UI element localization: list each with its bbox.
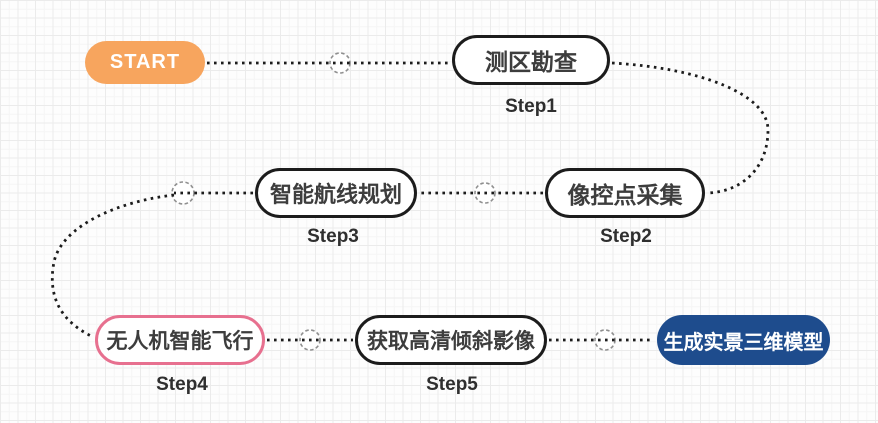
start-node[interactable]: START (85, 41, 205, 84)
node-survey[interactable]: 测区勘查 (452, 35, 610, 85)
end-node-3d-model[interactable]: 生成实景三维模型 (657, 315, 830, 365)
node-drone-flight[interactable]: 无人机智能飞行 (95, 315, 265, 365)
node-route-planning[interactable]: 智能航线规划 (255, 168, 417, 218)
step-label-2: Step2 (600, 226, 652, 247)
step-label-4: Step4 (156, 374, 208, 395)
node-gcp-collection[interactable]: 像控点采集 (545, 168, 705, 218)
step-label-5: Step5 (426, 374, 478, 395)
connector-route-to-flight-curve (50, 193, 175, 339)
step-label-3: Step3 (307, 226, 359, 247)
node-oblique-imagery[interactable]: 获取高清倾斜影像 (355, 315, 547, 365)
step-label-1: Step1 (505, 96, 557, 117)
